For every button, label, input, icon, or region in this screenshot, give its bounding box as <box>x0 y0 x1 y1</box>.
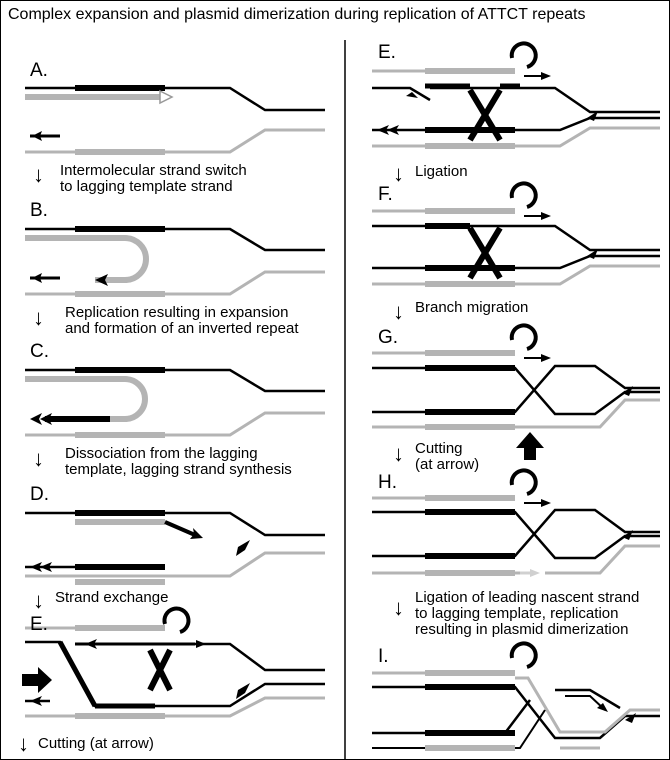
down-arrow-icon: ↓ <box>33 590 44 612</box>
step-1-line-2: to lagging template strand <box>60 179 233 195</box>
step-9-line-1: Ligation of leading nascent strand <box>415 590 639 606</box>
down-arrow-icon: ↓ <box>393 443 404 465</box>
step-4: Strand exchange <box>55 590 168 606</box>
step-2-line-1: Replication resulting in expansion <box>65 305 288 321</box>
step-5: Cutting (at arrow) <box>38 736 154 752</box>
panel-label-b: B. <box>30 200 48 222</box>
panel-f-diagram <box>372 183 660 287</box>
step-2-line-2: and formation of an inverted repeat <box>65 321 298 337</box>
panel-h-diagram <box>372 470 660 577</box>
panel-d-diagram <box>25 510 325 585</box>
panel-label-e-left: E. <box>30 614 48 636</box>
panel-g-diagram <box>372 325 660 430</box>
step-6: Ligation <box>415 164 468 180</box>
down-arrow-icon: ↓ <box>18 733 29 755</box>
step-1-line-1: Intermolecular strand switch <box>60 163 247 179</box>
down-arrow-icon: ↓ <box>393 301 404 323</box>
panel-label-i: I. <box>378 646 389 668</box>
panel-i-diagram <box>372 643 660 751</box>
panel-a-diagram <box>25 85 325 155</box>
step-8-line-1: Cutting <box>415 441 463 457</box>
panel-b-diagram <box>25 226 325 297</box>
step-3-line-2: template, lagging strand synthesis <box>65 462 292 478</box>
cut-arrow-right <box>22 667 52 693</box>
step-9-line-2: to lagging template, replication <box>415 606 618 622</box>
step-8-line-2: (at arrow) <box>415 457 479 473</box>
step-7: Branch migration <box>415 300 528 316</box>
cut-arrow-up <box>516 432 544 460</box>
down-arrow-icon: ↓ <box>393 597 404 619</box>
panel-label-c: C. <box>30 341 49 363</box>
panel-e-left-diagram <box>22 609 325 719</box>
panel-label-d: D. <box>30 484 49 506</box>
step-3-line-1: Dissociation from the lagging <box>65 446 258 462</box>
panel-c-diagram <box>25 367 325 438</box>
step-9-line-3: resulting in plasmid dimerization <box>415 622 628 638</box>
panel-label-g: G. <box>378 327 398 349</box>
down-arrow-icon: ↓ <box>33 307 44 329</box>
panel-e-right-diagram <box>372 43 660 149</box>
down-arrow-icon: ↓ <box>33 448 44 470</box>
down-arrow-icon: ↓ <box>33 164 44 186</box>
panel-label-f: F. <box>378 184 393 206</box>
down-arrow-icon: ↓ <box>393 163 404 185</box>
panel-label-h: H. <box>378 472 397 494</box>
panel-label-a: A. <box>30 60 48 82</box>
panel-label-e-right: E. <box>378 42 396 64</box>
